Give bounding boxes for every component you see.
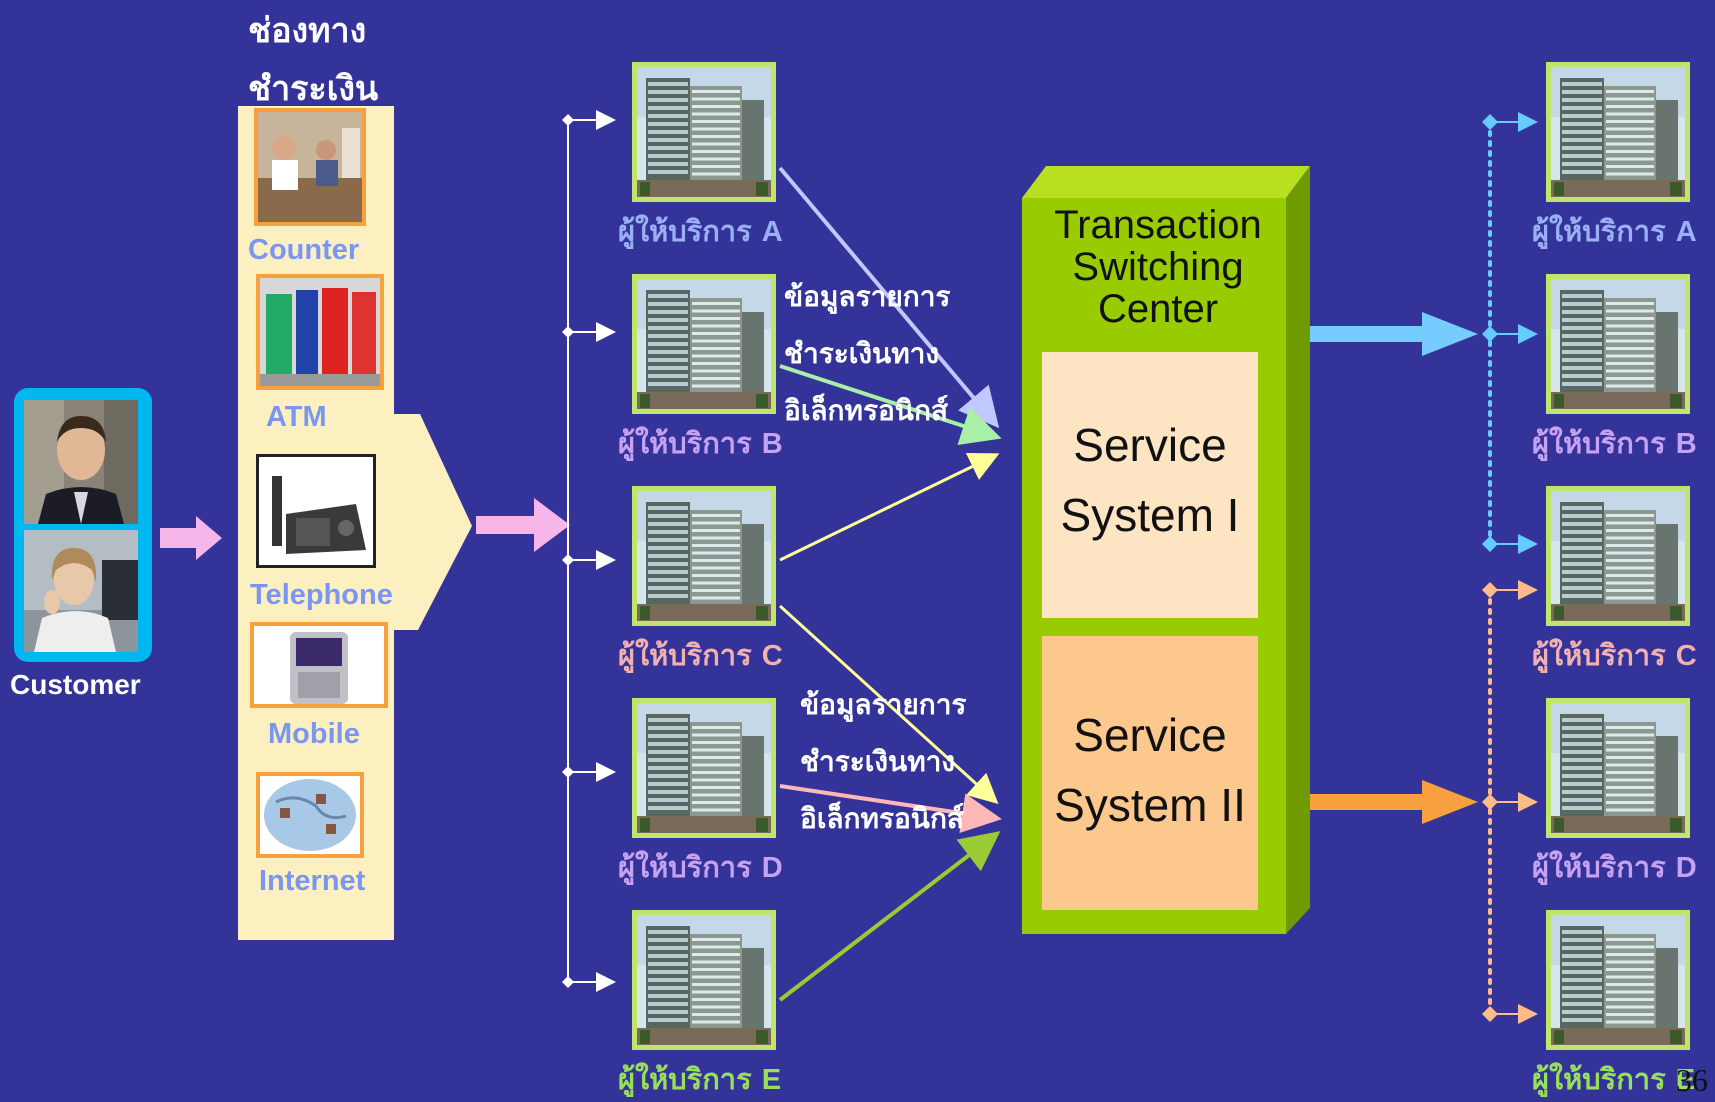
provider-prefix: ผู้ให้บริการ [1532, 1062, 1676, 1096]
building-right-b [1546, 274, 1690, 418]
provider-letter: A [1675, 216, 1697, 248]
customer-man-photo [24, 400, 138, 524]
customer-label: Customer [10, 669, 141, 700]
provider-letter: A [761, 216, 783, 248]
info-top-line-3: อิเล็กทรอนิกส์ [784, 394, 948, 427]
provider-letter: E [761, 1064, 782, 1096]
channels-heading: ช่องทาง ชำระเงิน [248, 2, 378, 118]
tsc-title-line-3: Center [1097, 287, 1219, 331]
provider-label-left-b: ผู้ให้บริการ B [618, 420, 783, 466]
provider-label-left-d: ผู้ให้บริการ D [618, 844, 783, 890]
provider-label-left-c: ผู้ให้บริการ C [618, 632, 783, 678]
provider-prefix: ผู้ให้บริการ [618, 214, 762, 248]
service-system-2-label: Service System II [1042, 700, 1258, 840]
info-text-bottom: ข้อมูลรายการ ชำระเงินทาง อิเล็กทรอนิกส์ [800, 676, 966, 847]
provider-prefix: ผู้ให้บริการ [618, 638, 762, 672]
customer-woman-photo [24, 530, 138, 652]
provider-label-right-d: ผู้ให้บริการ D [1532, 844, 1697, 890]
provider-prefix: ผู้ให้บริการ [618, 850, 762, 884]
tsc-title: Transaction Switching Center [1042, 204, 1274, 330]
channel-label-counter: Counter [248, 234, 360, 266]
provider-a-to-service1-line [778, 166, 1000, 429]
service2-line-1: Service [1073, 709, 1227, 761]
provider-letter: B [1675, 428, 1697, 460]
service-system-1-panel [1042, 352, 1258, 618]
provider-e-to-service2-line [778, 831, 1001, 1002]
provider-d-to-service2-line [779, 784, 1002, 834]
counter-photo [254, 108, 366, 226]
heading-line-2: ชำระเงิน [248, 69, 379, 109]
atm-photo [256, 274, 384, 390]
mobile-phone-icon [250, 622, 388, 708]
info-top-line-2: ชำระเงินทาง [784, 337, 940, 370]
provider-letter: E [1675, 1064, 1696, 1096]
channel-to-provider-arrow [476, 498, 570, 552]
provider-letter: C [761, 640, 783, 672]
provider-label-right-e: ผู้ให้บริการ E [1532, 1056, 1695, 1102]
provider-b-to-service1-line [779, 364, 1002, 446]
service-system-1-label: Service System I [1042, 410, 1258, 550]
telephone-icon [256, 454, 376, 568]
info-text-top: ข้อมูลรายการ ชำระเงินทาง อิเล็กทรอนิกส์ [784, 268, 950, 439]
info-bottom-line-1: ข้อมูลรายการ [800, 688, 967, 721]
building-right-a [1546, 62, 1690, 206]
internet-globe-icon [256, 772, 364, 858]
provider-letter: D [1675, 852, 1697, 884]
info-bottom-line-3: อิเล็กทรอนิกส์ [800, 802, 964, 835]
building-right-e [1546, 910, 1690, 1054]
building-left-b [632, 274, 776, 418]
provider-letter: C [1675, 640, 1697, 672]
page-number: 36 [1676, 1062, 1708, 1098]
channel-label-internet: Internet [259, 865, 366, 897]
tsc-title-line-2: Switching [1072, 245, 1244, 289]
heading-line-1: ช่องทาง [248, 11, 367, 51]
customer-to-channel-arrow [160, 516, 222, 560]
provider-prefix: ผู้ให้บริการ [1532, 850, 1676, 884]
provider-prefix: ผู้ให้บริการ [618, 1062, 762, 1096]
service2-line-2: System II [1054, 779, 1246, 831]
provider-prefix: ผู้ให้บริการ [618, 426, 762, 460]
provider-letter: B [761, 428, 783, 460]
info-top-line-1: ข้อมูลรายการ [784, 280, 951, 313]
building-left-d [632, 698, 776, 842]
provider-label-right-b: ผู้ให้บริการ B [1532, 420, 1697, 466]
provider-letter: D [761, 852, 783, 884]
building-right-c [1546, 486, 1690, 630]
tsc-to-right-providers-arrow-2 [1310, 780, 1478, 824]
provider-label-left-a: ผู้ให้บริการ A [618, 208, 783, 254]
building-left-c [632, 486, 776, 630]
provider-prefix: ผู้ให้บริการ [1532, 426, 1676, 460]
tsc-title-line-1: Transaction [1054, 203, 1262, 247]
service1-line-2: System I [1060, 489, 1240, 541]
info-bottom-line-2: ชำระเงินทาง [800, 745, 956, 778]
channel-label-telephone: Telephone [250, 579, 393, 611]
tsc-to-right-providers-arrow-1 [1310, 312, 1478, 356]
provider-prefix: ผู้ให้บริการ [1532, 638, 1676, 672]
provider-prefix: ผู้ให้บริการ [1532, 214, 1676, 248]
provider-label-right-a: ผู้ให้บริการ A [1532, 208, 1697, 254]
channel-label-mobile: Mobile [268, 718, 360, 750]
provider-label-left-e: ผู้ให้บริการ E [618, 1056, 781, 1102]
building-left-a [632, 62, 776, 206]
service-system-2-panel [1042, 636, 1258, 910]
provider-c-to-service2-line [778, 604, 999, 805]
channel-label-atm: ATM [266, 401, 327, 433]
building-left-e [632, 910, 776, 1054]
service1-line-1: Service [1073, 419, 1227, 471]
left-provider-bracket [567, 110, 616, 992]
provider-c-to-service1-line [779, 452, 1000, 562]
building-right-d [1546, 698, 1690, 842]
provider-label-right-c: ผู้ให้บริการ C [1532, 632, 1697, 678]
